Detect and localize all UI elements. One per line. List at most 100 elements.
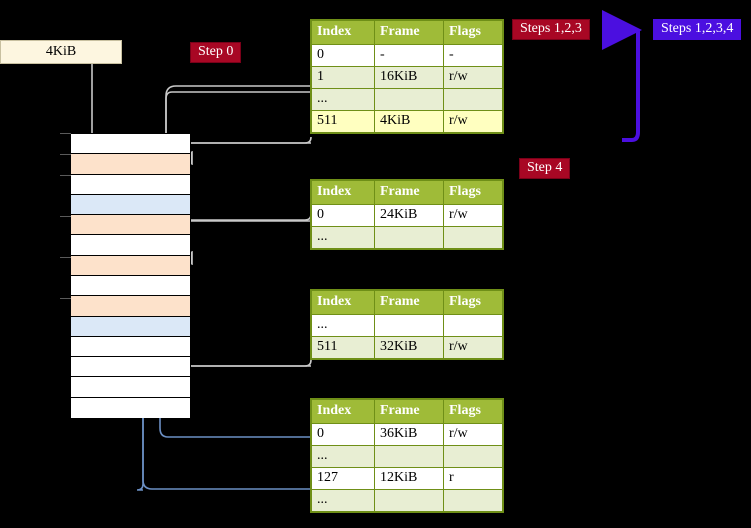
column-header-index: Index	[311, 399, 375, 424]
memory-frame-row	[71, 174, 190, 195]
cell-frame: 4KiB	[374, 110, 444, 133]
memory-frame-row	[71, 134, 190, 155]
memory-frame-row	[71, 377, 190, 398]
size-label-box: 4KiB	[0, 40, 122, 64]
cell-index: 127	[311, 467, 375, 490]
table-row[interactable]: ...	[311, 445, 503, 468]
cell-flags	[443, 88, 503, 111]
wire-blue-left-long	[142, 205, 311, 490]
memory-frame-row	[71, 194, 190, 216]
cell-frame: 32KiB	[374, 336, 444, 359]
badge-steps-123: Steps 1,2,3	[512, 19, 590, 40]
wire-right-row1-to-row2	[178, 142, 311, 166]
memory-frame-row	[71, 296, 190, 317]
cell-flags	[443, 314, 503, 337]
column-header-index: Index	[311, 290, 375, 315]
memory-frame-row	[71, 357, 190, 378]
cell-index: 511	[311, 336, 375, 359]
cell-flags	[443, 489, 503, 512]
column-header-flags: Flags	[443, 180, 503, 205]
cell-frame: 24KiB	[374, 204, 444, 227]
cell-index: 0	[311, 204, 375, 227]
wire-memory-to-t1-511	[190, 136, 312, 144]
cell-frame	[374, 489, 444, 512]
memory-tick	[60, 133, 71, 134]
memory-frame-row	[71, 336, 190, 358]
column-header-index: Index	[311, 180, 375, 205]
cell-frame	[374, 445, 444, 468]
cell-index: ...	[311, 445, 375, 468]
cell-index: 0	[311, 423, 375, 446]
cell-flags	[443, 445, 503, 468]
column-header-frame: Frame	[374, 180, 444, 205]
column-header-flags: Flags	[443, 290, 503, 315]
badge-step0: Step 0	[190, 42, 242, 63]
cell-frame: 12KiB	[374, 467, 444, 490]
cell-frame: -	[374, 44, 444, 67]
column-header-frame: Frame	[374, 290, 444, 315]
memory-tick	[60, 257, 71, 258]
cell-index: ...	[311, 226, 375, 249]
memory-tick	[60, 216, 71, 217]
cell-index: ...	[311, 489, 375, 512]
cell-frame	[374, 226, 444, 249]
wire-mem5-to-t2	[190, 213, 312, 221]
wire-t1-1-to-mem5	[164, 85, 311, 228]
badge-steps-1234: Steps 1,2,3,4	[653, 19, 742, 40]
size-label-text: 4KiB	[45, 44, 77, 59]
memory-frame-row	[71, 316, 190, 337]
memory-tick	[60, 154, 71, 155]
memory-tick	[60, 298, 71, 299]
memory-frame-row	[71, 275, 190, 297]
cell-frame: 36KiB	[374, 423, 444, 446]
memory-frame-row	[71, 397, 190, 418]
cell-flags: r/w	[443, 110, 503, 133]
table-row[interactable]: ...	[311, 314, 503, 337]
cell-index: 511	[311, 110, 375, 133]
column-header-frame: Frame	[374, 20, 444, 45]
cell-frame	[374, 88, 444, 111]
table-row[interactable]: 0--	[311, 44, 503, 67]
memory-frame-row	[71, 255, 190, 276]
cell-frame: 16KiB	[374, 66, 444, 89]
memory-frame-row	[71, 215, 190, 236]
physical-memory-column	[70, 133, 191, 418]
cell-flags: -	[443, 44, 503, 67]
column-header-flags: Flags	[443, 20, 503, 45]
cell-flags: r/w	[443, 336, 503, 359]
column-header-flags: Flags	[443, 399, 503, 424]
column-header-index: Index	[311, 20, 375, 45]
cell-index: 0	[311, 44, 375, 67]
cell-flags	[443, 226, 503, 249]
cell-flags: r/w	[443, 204, 503, 227]
table-row[interactable]: ...	[311, 226, 503, 249]
cell-flags: r/w	[443, 66, 503, 89]
wire-mem-to-t3	[190, 359, 312, 367]
wire-mem-up-grey	[167, 312, 311, 367]
badge-step4: Step 4	[519, 158, 571, 179]
table-row[interactable]: ...	[311, 489, 503, 512]
memory-frame-row	[71, 154, 190, 175]
cell-flags: r	[443, 467, 503, 490]
cell-index: ...	[311, 88, 375, 111]
column-header-frame: Frame	[374, 399, 444, 424]
cell-frame	[374, 314, 444, 337]
table-row[interactable]: ...	[311, 88, 503, 111]
wire-purple-bracket	[602, 10, 642, 142]
cell-index: 1	[311, 66, 375, 89]
memory-frame-row	[71, 235, 190, 256]
